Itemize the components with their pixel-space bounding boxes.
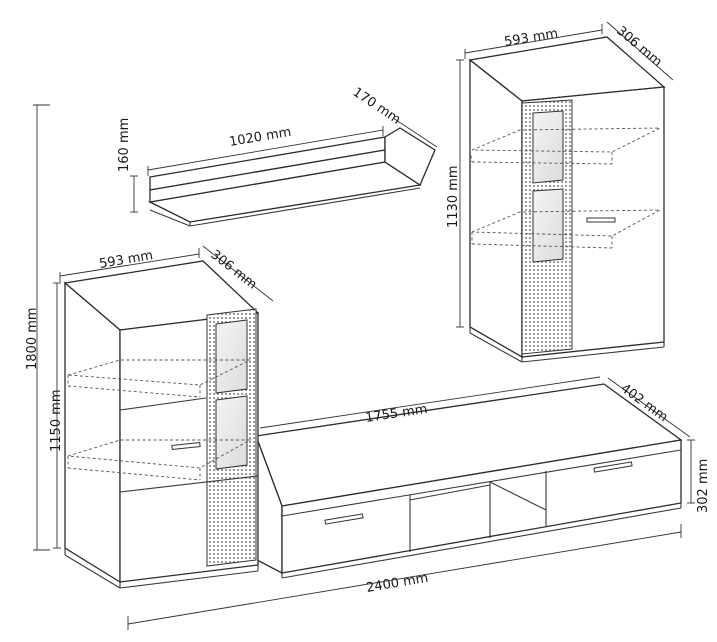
left-cabinet-height-label: 1150 mm <box>49 389 64 452</box>
shelf-height-dimension: 160 mm <box>117 118 138 213</box>
left-cabinet-height-dimension: 1150 mm <box>49 282 64 549</box>
total-height-dimension: 1800 mm <box>25 104 50 551</box>
wall-shelf <box>147 127 436 227</box>
right-cabinet-height-dimension: 1130 mm <box>446 59 464 328</box>
shelf-width-label: 1020 mm <box>228 125 292 150</box>
total-width-label: 2400 mm <box>365 571 429 596</box>
right-cabinet <box>468 36 666 363</box>
left-cabinet-width-label: 593 mm <box>98 248 154 272</box>
tv-unit <box>255 383 683 579</box>
total-height-label: 1800 mm <box>25 307 40 370</box>
shelf-depth-label: 170 mm <box>350 85 403 128</box>
right-cabinet-height-label: 1130 mm <box>446 165 461 228</box>
shelf-height-label: 160 mm <box>117 118 132 172</box>
tv-unit-height-dimension: 302 mm <box>687 439 711 513</box>
tv-unit-height-label: 302 mm <box>696 459 711 513</box>
left-cabinet <box>63 260 260 589</box>
